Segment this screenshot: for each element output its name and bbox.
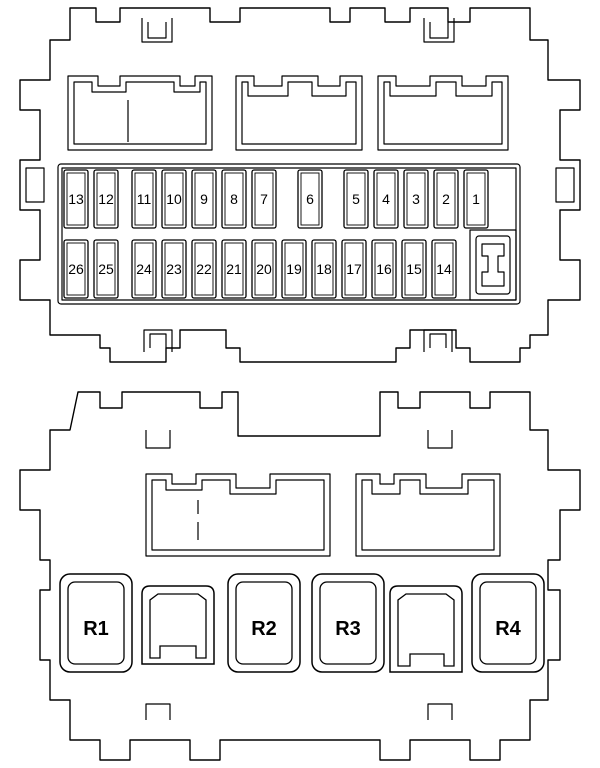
connector-socket-3 xyxy=(377,75,509,151)
fuse-label: 15 xyxy=(406,261,422,277)
fuse-26: 26 xyxy=(63,239,89,299)
fuse-24: 24 xyxy=(131,239,157,299)
fuse-label: 6 xyxy=(306,191,314,207)
fuse-label: 25 xyxy=(98,261,114,277)
fuse-5: 5 xyxy=(343,169,369,229)
fuse-21: 21 xyxy=(221,239,247,299)
fuse-label: 14 xyxy=(436,261,452,277)
fuse-8: 8 xyxy=(221,169,247,229)
fuse-17: 17 xyxy=(341,239,367,299)
fuse-6: 6 xyxy=(297,169,323,229)
relay-r2-label: R2 xyxy=(251,618,277,640)
fuse-row-bottom: 26 25 24 23 22 21 20 19 18 17 16 15 14 xyxy=(63,239,457,299)
fuse-label: 1 xyxy=(472,191,480,207)
fuse-7: 7 xyxy=(251,169,277,229)
fuse-label: 8 xyxy=(230,191,238,207)
fuse-16: 16 xyxy=(371,239,397,299)
fuse-label: 22 xyxy=(196,261,212,277)
fuse-label: 7 xyxy=(260,191,268,207)
relay-socket-1 xyxy=(141,585,215,665)
fuse-label: 21 xyxy=(226,261,242,277)
fuse-label: 2 xyxy=(442,191,450,207)
fuse-23: 23 xyxy=(161,239,187,299)
relay-r1: R1 xyxy=(59,573,133,673)
fuse-2: 2 xyxy=(433,169,459,229)
fuse-row-top: 13 12 11 10 9 8 7 6 5 4 3 2 1 xyxy=(63,169,489,229)
fuse-label: 20 xyxy=(256,261,272,277)
fuse-label: 23 xyxy=(166,261,182,277)
connector-socket-4 xyxy=(145,473,331,557)
fuse-label: 17 xyxy=(346,261,362,277)
connector-socket-5 xyxy=(355,473,501,557)
fuse-label: 3 xyxy=(412,191,420,207)
connector-socket-1 xyxy=(67,75,213,151)
fuse-label: 24 xyxy=(136,261,152,277)
fuse-20: 20 xyxy=(251,239,277,299)
fuse-label: 19 xyxy=(286,261,302,277)
fuse-3: 3 xyxy=(403,169,429,229)
fuse-13: 13 xyxy=(63,169,89,229)
relay-r2: R2 xyxy=(227,573,301,673)
fuse-22: 22 xyxy=(191,239,217,299)
fuse-4: 4 xyxy=(373,169,399,229)
fuse-label: 11 xyxy=(137,191,152,207)
fuse-label: 12 xyxy=(98,191,114,207)
relay-r4: R4 xyxy=(471,573,545,673)
fuse-1: 1 xyxy=(463,169,489,229)
fuse-9: 9 xyxy=(191,169,217,229)
fuse-label: 18 xyxy=(316,261,332,277)
connector-socket-2 xyxy=(235,75,363,151)
fuse-label: 16 xyxy=(376,261,392,277)
fuse-label: 4 xyxy=(382,191,390,207)
fuse-label: 26 xyxy=(68,261,84,277)
relay-r4-label: R4 xyxy=(495,618,521,640)
fuse-label: 9 xyxy=(200,191,208,207)
fuse-label: 5 xyxy=(352,191,360,207)
relay-r1-label: R1 xyxy=(83,618,109,640)
fuse-15: 15 xyxy=(401,239,427,299)
fuse-14: 14 xyxy=(431,239,457,299)
fuse-19: 19 xyxy=(281,239,307,299)
fuse-10: 10 xyxy=(161,169,187,229)
fuse-panel xyxy=(57,163,521,305)
fuse-18: 18 xyxy=(311,239,337,299)
fuse-25: 25 xyxy=(93,239,119,299)
fuse-label: 10 xyxy=(166,191,182,207)
relay-socket-2 xyxy=(389,585,463,673)
relay-r3-label: R3 xyxy=(335,618,361,640)
fuse-label: 13 xyxy=(68,191,84,207)
relay-r3: R3 xyxy=(311,573,385,673)
fuse-11: 11 xyxy=(131,169,157,229)
fuse-12: 12 xyxy=(93,169,119,229)
